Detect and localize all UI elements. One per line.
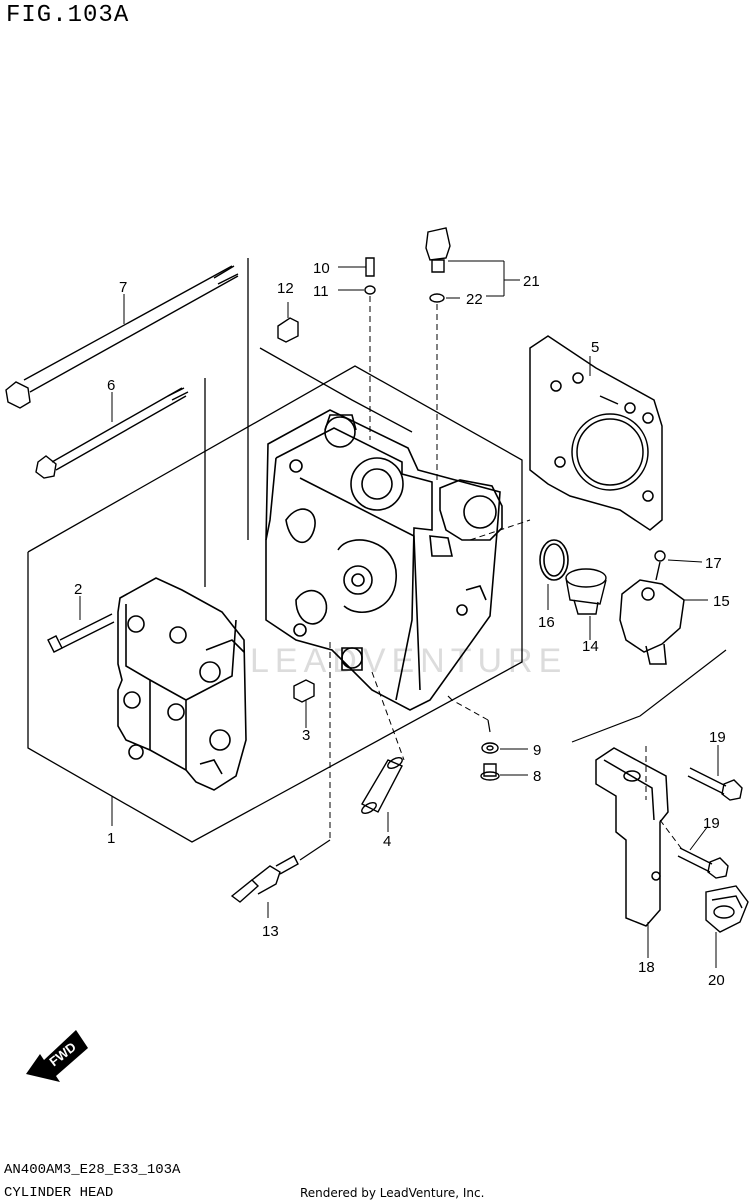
callouts: 1 2 3 4 5 6 7 8 9 10 11 12 13 14 15 16 1… (74, 260, 730, 989)
part-8-plug (480, 763, 500, 781)
part-17-screw (654, 550, 666, 581)
part-15-cover (619, 579, 685, 665)
callout-15: 15 (713, 593, 730, 610)
leader-lines (79, 260, 719, 968)
callout-17: 17 (705, 555, 722, 572)
render-credit: Rendered by LeadVenture, Inc. (300, 1186, 485, 1200)
figure-code: AN400AM3_E28_E33_103A (4, 1162, 181, 1178)
callout-20: 20 (708, 972, 725, 989)
part-14-thermostat (565, 568, 607, 615)
part-3-dowel (293, 679, 315, 703)
part-22-gasket (429, 293, 445, 303)
figure-caption: CYLINDER HEAD (4, 1185, 114, 1201)
callout-21: 21 (523, 273, 540, 290)
callout-13: 13 (262, 923, 279, 940)
part-20-clamp (705, 885, 749, 933)
part-11-washer (364, 285, 376, 295)
fwd-arrow: FWD (26, 1030, 88, 1082)
callout-2: 2 (74, 581, 82, 598)
callout-6: 6 (107, 377, 115, 394)
callout-5: 5 (591, 339, 599, 356)
callout-1: 1 (107, 830, 115, 847)
frame-lines (299, 649, 727, 861)
watermark: LEADVENTURE (250, 642, 567, 680)
callout-3: 3 (302, 727, 310, 744)
part-13-spark-plug (230, 855, 299, 903)
callout-11: 11 (313, 283, 329, 300)
callout-14: 14 (582, 638, 599, 655)
callout-18: 18 (638, 959, 655, 976)
part-9-washer (481, 742, 499, 754)
callout-19b: 19 (703, 815, 720, 832)
part-16-o-ring (539, 539, 569, 581)
figure-title: FIG.103A (6, 2, 130, 29)
part-21-sensor (425, 227, 451, 273)
callout-16: 16 (538, 614, 555, 631)
part-5-gasket (529, 335, 663, 531)
assembly-dashes (329, 296, 685, 853)
callout-19a: 19 (709, 729, 726, 746)
part-12-dowel (277, 317, 299, 343)
part-6-bolt (35, 387, 189, 479)
callout-12: 12 (277, 280, 294, 297)
part-2-bolt (47, 613, 115, 653)
part-19-bolt-upper (687, 767, 743, 801)
callout-8: 8 (533, 768, 541, 785)
part-7-bolt (5, 265, 239, 409)
callout-7: 7 (119, 279, 127, 296)
callout-4: 4 (383, 833, 391, 850)
part-19-bolt-lower (677, 847, 729, 879)
cylinder-head (265, 409, 503, 711)
callout-22: 22 (466, 291, 483, 308)
part-4-sleeve (361, 757, 403, 814)
assembly-outline (27, 258, 523, 843)
callout-10: 10 (313, 260, 330, 277)
part-18-bracket (595, 747, 669, 927)
part-1-housing (117, 577, 247, 791)
callout-9: 9 (533, 742, 541, 759)
part-10-pin (365, 257, 375, 277)
